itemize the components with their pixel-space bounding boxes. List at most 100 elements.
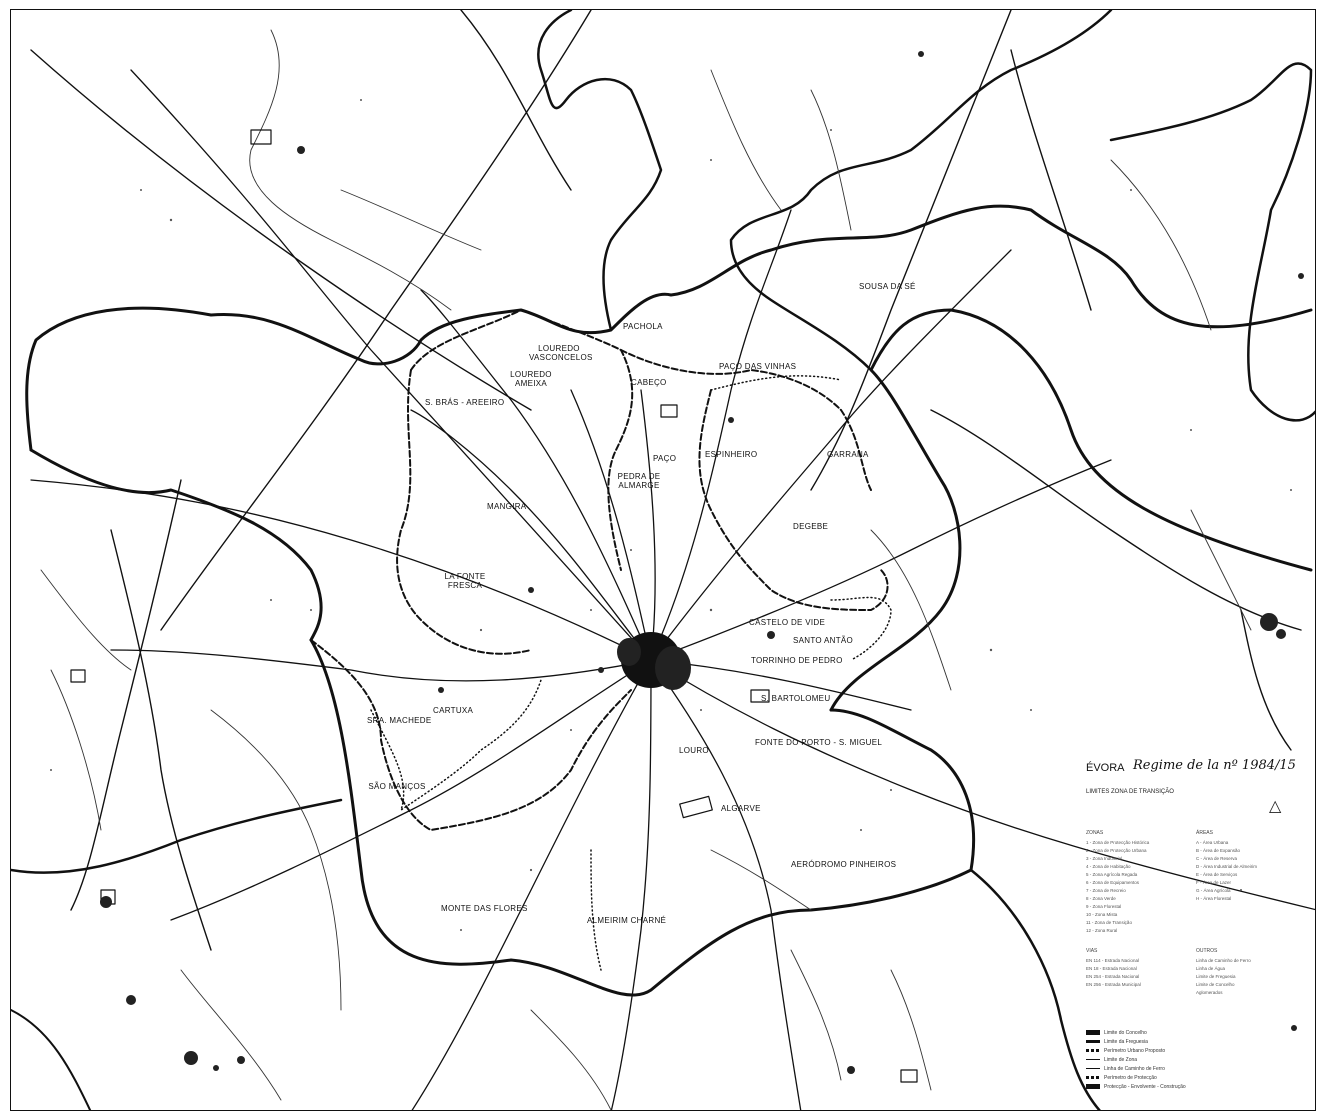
east-boundary xyxy=(829,308,1313,712)
place-label: SRA. MACHEDE xyxy=(367,716,432,725)
legend-item: 11 - Zona de Transição xyxy=(1086,920,1132,925)
legend-item: D - Área Industrial de Almeirim xyxy=(1196,864,1258,869)
map-subtitle: LIMITES ZONA DE TRANSIÇÃO xyxy=(1086,789,1174,795)
legend-swatch xyxy=(1086,1059,1100,1061)
place-label: S. BRÁS - AREEIRO xyxy=(425,398,505,407)
place-label: CABEÇO xyxy=(631,378,667,387)
legend-item: 12 - Zona Rural xyxy=(1086,928,1118,933)
place-label: FONTE DO PORTO - S. MIGUEL xyxy=(755,738,883,747)
place-label: ALGARVE xyxy=(721,804,761,813)
legend-item: Aglomerados xyxy=(1196,990,1223,995)
place-label: SÃO MANÇOS xyxy=(368,782,426,791)
place-label: PEDRA DE ALMARGE xyxy=(617,472,661,490)
place-label: PAÇO xyxy=(653,454,677,463)
small-structures xyxy=(70,129,918,1083)
legend-header: VIAS xyxy=(1086,948,1098,954)
concelho-boundary xyxy=(25,204,1313,452)
evora-city xyxy=(617,632,691,690)
place-label: TORRINHO DE PEDRO xyxy=(751,656,843,665)
legend-item: E - Área de Serviços xyxy=(1196,872,1238,877)
legend-symbol-label: Perímetro de Protecção xyxy=(1104,1075,1157,1081)
legend-item: C - Área de Reserva xyxy=(1196,856,1238,861)
bottom-right-boundary xyxy=(969,868,1101,1110)
place-label: MONTE DAS FLORES xyxy=(441,904,528,913)
legend-item: 4 - Zona de Habitação xyxy=(1086,864,1131,869)
legend-symbol-label: Limite do Concelho xyxy=(1104,1030,1147,1036)
legend-swatch xyxy=(1086,1049,1100,1053)
legend-item: EN 18 - Estrada Nacional xyxy=(1086,966,1137,971)
place-label: LOUREDO VASCONCELOS xyxy=(529,344,593,362)
map-speckle xyxy=(50,99,1292,931)
legend-item: B - Área de Expansão xyxy=(1196,848,1241,853)
place-label: S. BARTOLOMEU xyxy=(761,694,831,703)
legend-symbol-row: Perímetro Urbano Proposto xyxy=(1086,1048,1311,1054)
legend-item: H - Área Florestal xyxy=(1196,896,1232,901)
legend-symbol-label: Limite de Zona xyxy=(1104,1057,1138,1063)
place-label: ESPINHEIRO xyxy=(705,450,758,459)
legend-swatch xyxy=(1086,1040,1100,1044)
north-boundary xyxy=(537,10,663,332)
place-label: GARRANA xyxy=(827,450,869,459)
legend-symbol-row: Protecção - Envolvente - Construção xyxy=(1086,1084,1311,1090)
legend-item: 5 - Zona Agrícola Regada xyxy=(1086,872,1138,877)
legend-item: G - Área Agrícola xyxy=(1196,888,1231,893)
legend-item: 2 - Zona de Protecção Urbana xyxy=(1086,848,1147,853)
place-label: CARTUXA xyxy=(433,706,474,715)
ne-boundary xyxy=(729,10,1113,372)
legend-header: ZONAS xyxy=(1086,830,1104,836)
legend-col2-list: A - Área Urbana B - Área de Expansão C - Á… xyxy=(1196,840,1301,904)
legend-item: F - Área de Lazer xyxy=(1196,880,1232,885)
legend-symbol-label: Linha de Caminho de Ferro xyxy=(1104,1066,1165,1072)
legend-item: Linha de Água xyxy=(1196,966,1226,971)
map-canvas xyxy=(11,10,1315,1110)
legend-item: Linha de Caminho de Ferro xyxy=(1196,958,1251,963)
legend-symbol-label: Protecção - Envolvente - Construção xyxy=(1104,1084,1186,1090)
right-boundary xyxy=(1109,62,1315,422)
legend-symbol-label: Perímetro Urbano Proposto xyxy=(1104,1048,1166,1054)
place-label: LOURO xyxy=(679,746,709,755)
parish-boundaries xyxy=(310,309,889,831)
place-label: AERÓDROMO PINHEIROS xyxy=(791,860,897,869)
far-left-boundary xyxy=(11,1009,92,1110)
place-label: LA FONTE FRESCA xyxy=(444,572,486,590)
settlements xyxy=(100,51,1304,1074)
place-label: DEGEBE xyxy=(793,522,829,531)
legend-item: 8 - Zona Verde xyxy=(1086,896,1116,901)
legend-item: EN 256 - Estrada Municipal xyxy=(1086,982,1141,987)
legend-item: A - Área Urbana xyxy=(1196,840,1229,845)
legend-item: EN 254 - Estrada Nacional xyxy=(1086,974,1140,979)
map-title: ÉVORA xyxy=(1086,762,1125,774)
legend-item: 7 - Zona de Recreio xyxy=(1086,888,1126,893)
legend-item: 9 - Zona Florestal xyxy=(1086,904,1122,909)
legend-symbol-row: Linha de Caminho de Ferro xyxy=(1086,1066,1311,1072)
legend-symbol-row: Limite da Freguesia xyxy=(1086,1039,1311,1045)
place-label: MANGIRA xyxy=(487,502,527,511)
legend-symbol-label: Limite da Freguesia xyxy=(1104,1039,1148,1045)
place-label: PACHOLA xyxy=(623,322,663,331)
place-label: LOUREDO AMEIXA xyxy=(510,370,552,388)
legend-symbol-row: Perímetro de Protecção xyxy=(1086,1075,1311,1081)
legend-symbol-row: Limite de Zona xyxy=(1086,1057,1311,1063)
place-label: CASTELO DE VIDE xyxy=(749,618,826,627)
legend-column-areas: ÁREAS A - Área Urbana B - Área de Expansã… xyxy=(1196,830,1301,904)
main-highways xyxy=(30,10,1302,951)
map-legend: ZONAS 1 - Zona de Protecção Histórica 2 -… xyxy=(1086,830,1311,1100)
place-label: ALMEIRIM CHARNÉ xyxy=(587,916,667,925)
legend-item: 1 - Zona de Protecção Histórica xyxy=(1086,840,1150,845)
secondary-roads xyxy=(40,29,1252,1110)
legend-item: Limite de Concelho xyxy=(1196,982,1235,987)
place-label: SOUSA DA SÉ xyxy=(859,282,916,291)
legend-swatch xyxy=(1086,1030,1100,1036)
legend-symbol-row: Limite do Concelho xyxy=(1086,1030,1311,1036)
place-label: PAÇO DAS VINHAS xyxy=(719,362,797,371)
bottom-left-boundary xyxy=(11,798,343,874)
legend-header: ÁREAS xyxy=(1196,830,1213,836)
west-boundary xyxy=(29,448,323,642)
radial-roads xyxy=(30,69,1315,1110)
legend-item: 10 - Zona Mista xyxy=(1086,912,1118,917)
handwritten-note: Regime de la nº 1984/15 xyxy=(1133,758,1296,773)
legend-swatch xyxy=(1086,1068,1100,1070)
